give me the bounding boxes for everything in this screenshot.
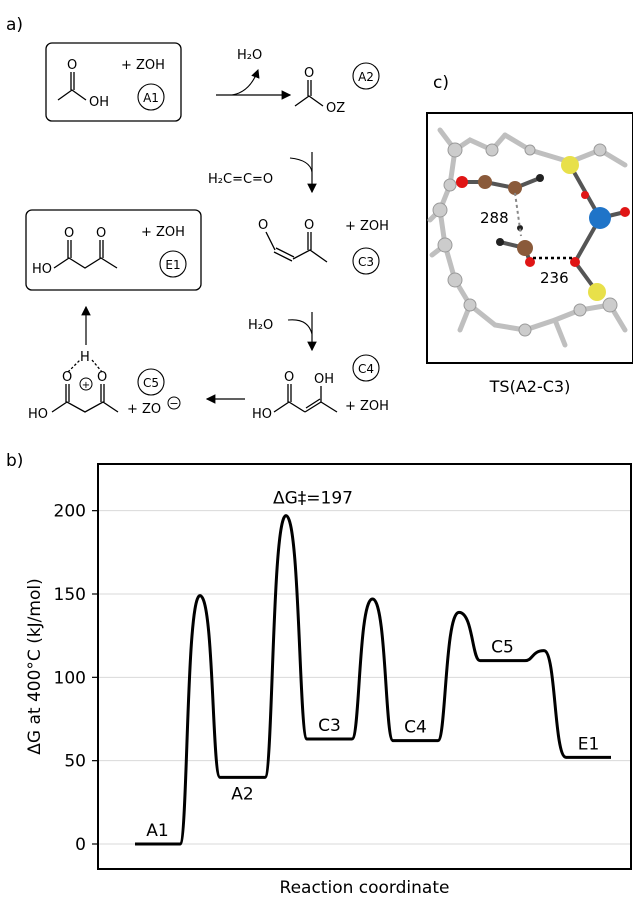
panel-label-b: b) bbox=[6, 451, 23, 471]
energy-profile-line bbox=[135, 514, 611, 846]
ketene-label: H₂C=C=O bbox=[208, 172, 273, 187]
badge-c4-label: C4 bbox=[358, 362, 374, 376]
arrow-ketene-in bbox=[289, 157, 313, 173]
distance-label-236: 236 bbox=[540, 269, 569, 287]
enol-structure-c4 bbox=[273, 384, 338, 413]
distance-label-288: 288 bbox=[480, 209, 509, 227]
c5-h-label: H bbox=[80, 350, 90, 365]
negative-charge-icon bbox=[167, 396, 181, 410]
c4-carbonyl-o: O bbox=[284, 370, 294, 385]
badge-a2-label: A2 bbox=[358, 70, 374, 84]
c3-zoh-label: + ZOH bbox=[345, 219, 389, 234]
c4-ho-label: HO bbox=[252, 407, 272, 422]
positive-charge-icon bbox=[79, 377, 93, 391]
diketene-structure-c3 bbox=[265, 231, 328, 263]
water-label-2: H₂O bbox=[248, 318, 273, 333]
box-a1 bbox=[45, 42, 182, 122]
badge-c4 bbox=[352, 354, 380, 382]
state-label-a1: A1 bbox=[146, 821, 168, 841]
arrow-water-out bbox=[231, 68, 260, 96]
c3-carbonyl-o: O bbox=[304, 218, 314, 233]
y-tick-label-150: 150 bbox=[54, 585, 86, 605]
c5-right-o: O bbox=[97, 370, 107, 385]
state-label-a2: A2 bbox=[231, 784, 253, 804]
c5-left-o: O bbox=[62, 370, 72, 385]
panel-label-a: a) bbox=[6, 15, 23, 35]
a1-carbonyl-o: O bbox=[67, 58, 77, 73]
badge-c5-label: C5 bbox=[143, 376, 159, 390]
badge-a1 bbox=[137, 83, 165, 111]
box-e1 bbox=[25, 209, 202, 291]
barrier-annotation: ΔG‡=197 bbox=[273, 489, 353, 509]
y-tick-label-200: 200 bbox=[54, 502, 86, 522]
state-label-c4: C4 bbox=[404, 718, 427, 738]
negative-charge-sign: − bbox=[169, 397, 178, 410]
state-label-c5: C5 bbox=[491, 638, 514, 658]
a1-oh-label: OH bbox=[89, 95, 109, 110]
ts-structure-image bbox=[426, 112, 633, 364]
badge-e1-label: E1 bbox=[165, 258, 180, 272]
a2-oz-label: OZ bbox=[326, 101, 345, 116]
plot-frame bbox=[97, 463, 632, 870]
protonated-structure-c5 bbox=[51, 359, 119, 413]
a2-carbonyl-o: O bbox=[304, 66, 314, 81]
badge-c3-label: C3 bbox=[358, 255, 374, 269]
acyl-structure-a2 bbox=[294, 80, 324, 107]
ts-caption: TS(A2-C3) bbox=[489, 377, 571, 396]
c4-oh-label: OH bbox=[314, 372, 334, 387]
y-tick-label-50: 50 bbox=[64, 752, 86, 772]
c3-ketene-o: O bbox=[258, 218, 268, 233]
c4-zoh-label: + ZOH bbox=[345, 399, 389, 414]
water-label-1: H₂O bbox=[237, 48, 262, 63]
a1-zoh-label: + ZOH bbox=[121, 58, 165, 73]
c5-zo-label: + ZO bbox=[127, 402, 161, 417]
c5-ho-label: HO bbox=[28, 407, 48, 422]
e1-ho-label: HO bbox=[32, 262, 52, 277]
badge-c3 bbox=[352, 247, 380, 275]
badge-c5 bbox=[137, 368, 165, 396]
badge-a2 bbox=[352, 62, 380, 90]
badge-e1 bbox=[159, 250, 187, 278]
state-label-e1: E1 bbox=[578, 734, 600, 754]
e1-zoh-label: + ZOH bbox=[141, 225, 185, 240]
panel-label-c: c) bbox=[433, 73, 449, 93]
x-axis-label: Reaction coordinate bbox=[280, 878, 450, 897]
acetic-acid-structure bbox=[57, 72, 87, 101]
y-axis-label: ΔG at 400°C (kJ/mol) bbox=[25, 578, 45, 754]
badge-a1-label: A1 bbox=[143, 91, 159, 105]
e1-left-o: O bbox=[64, 226, 74, 241]
acetoacetic-acid-structure bbox=[53, 240, 118, 269]
e1-right-o: O bbox=[96, 226, 106, 241]
positive-charge-sign: + bbox=[82, 380, 90, 391]
arrow-water-in bbox=[287, 319, 313, 335]
state-label-c3: C3 bbox=[318, 716, 341, 736]
y-tick-label-0: 0 bbox=[75, 835, 86, 855]
y-tick-label-100: 100 bbox=[54, 668, 86, 688]
